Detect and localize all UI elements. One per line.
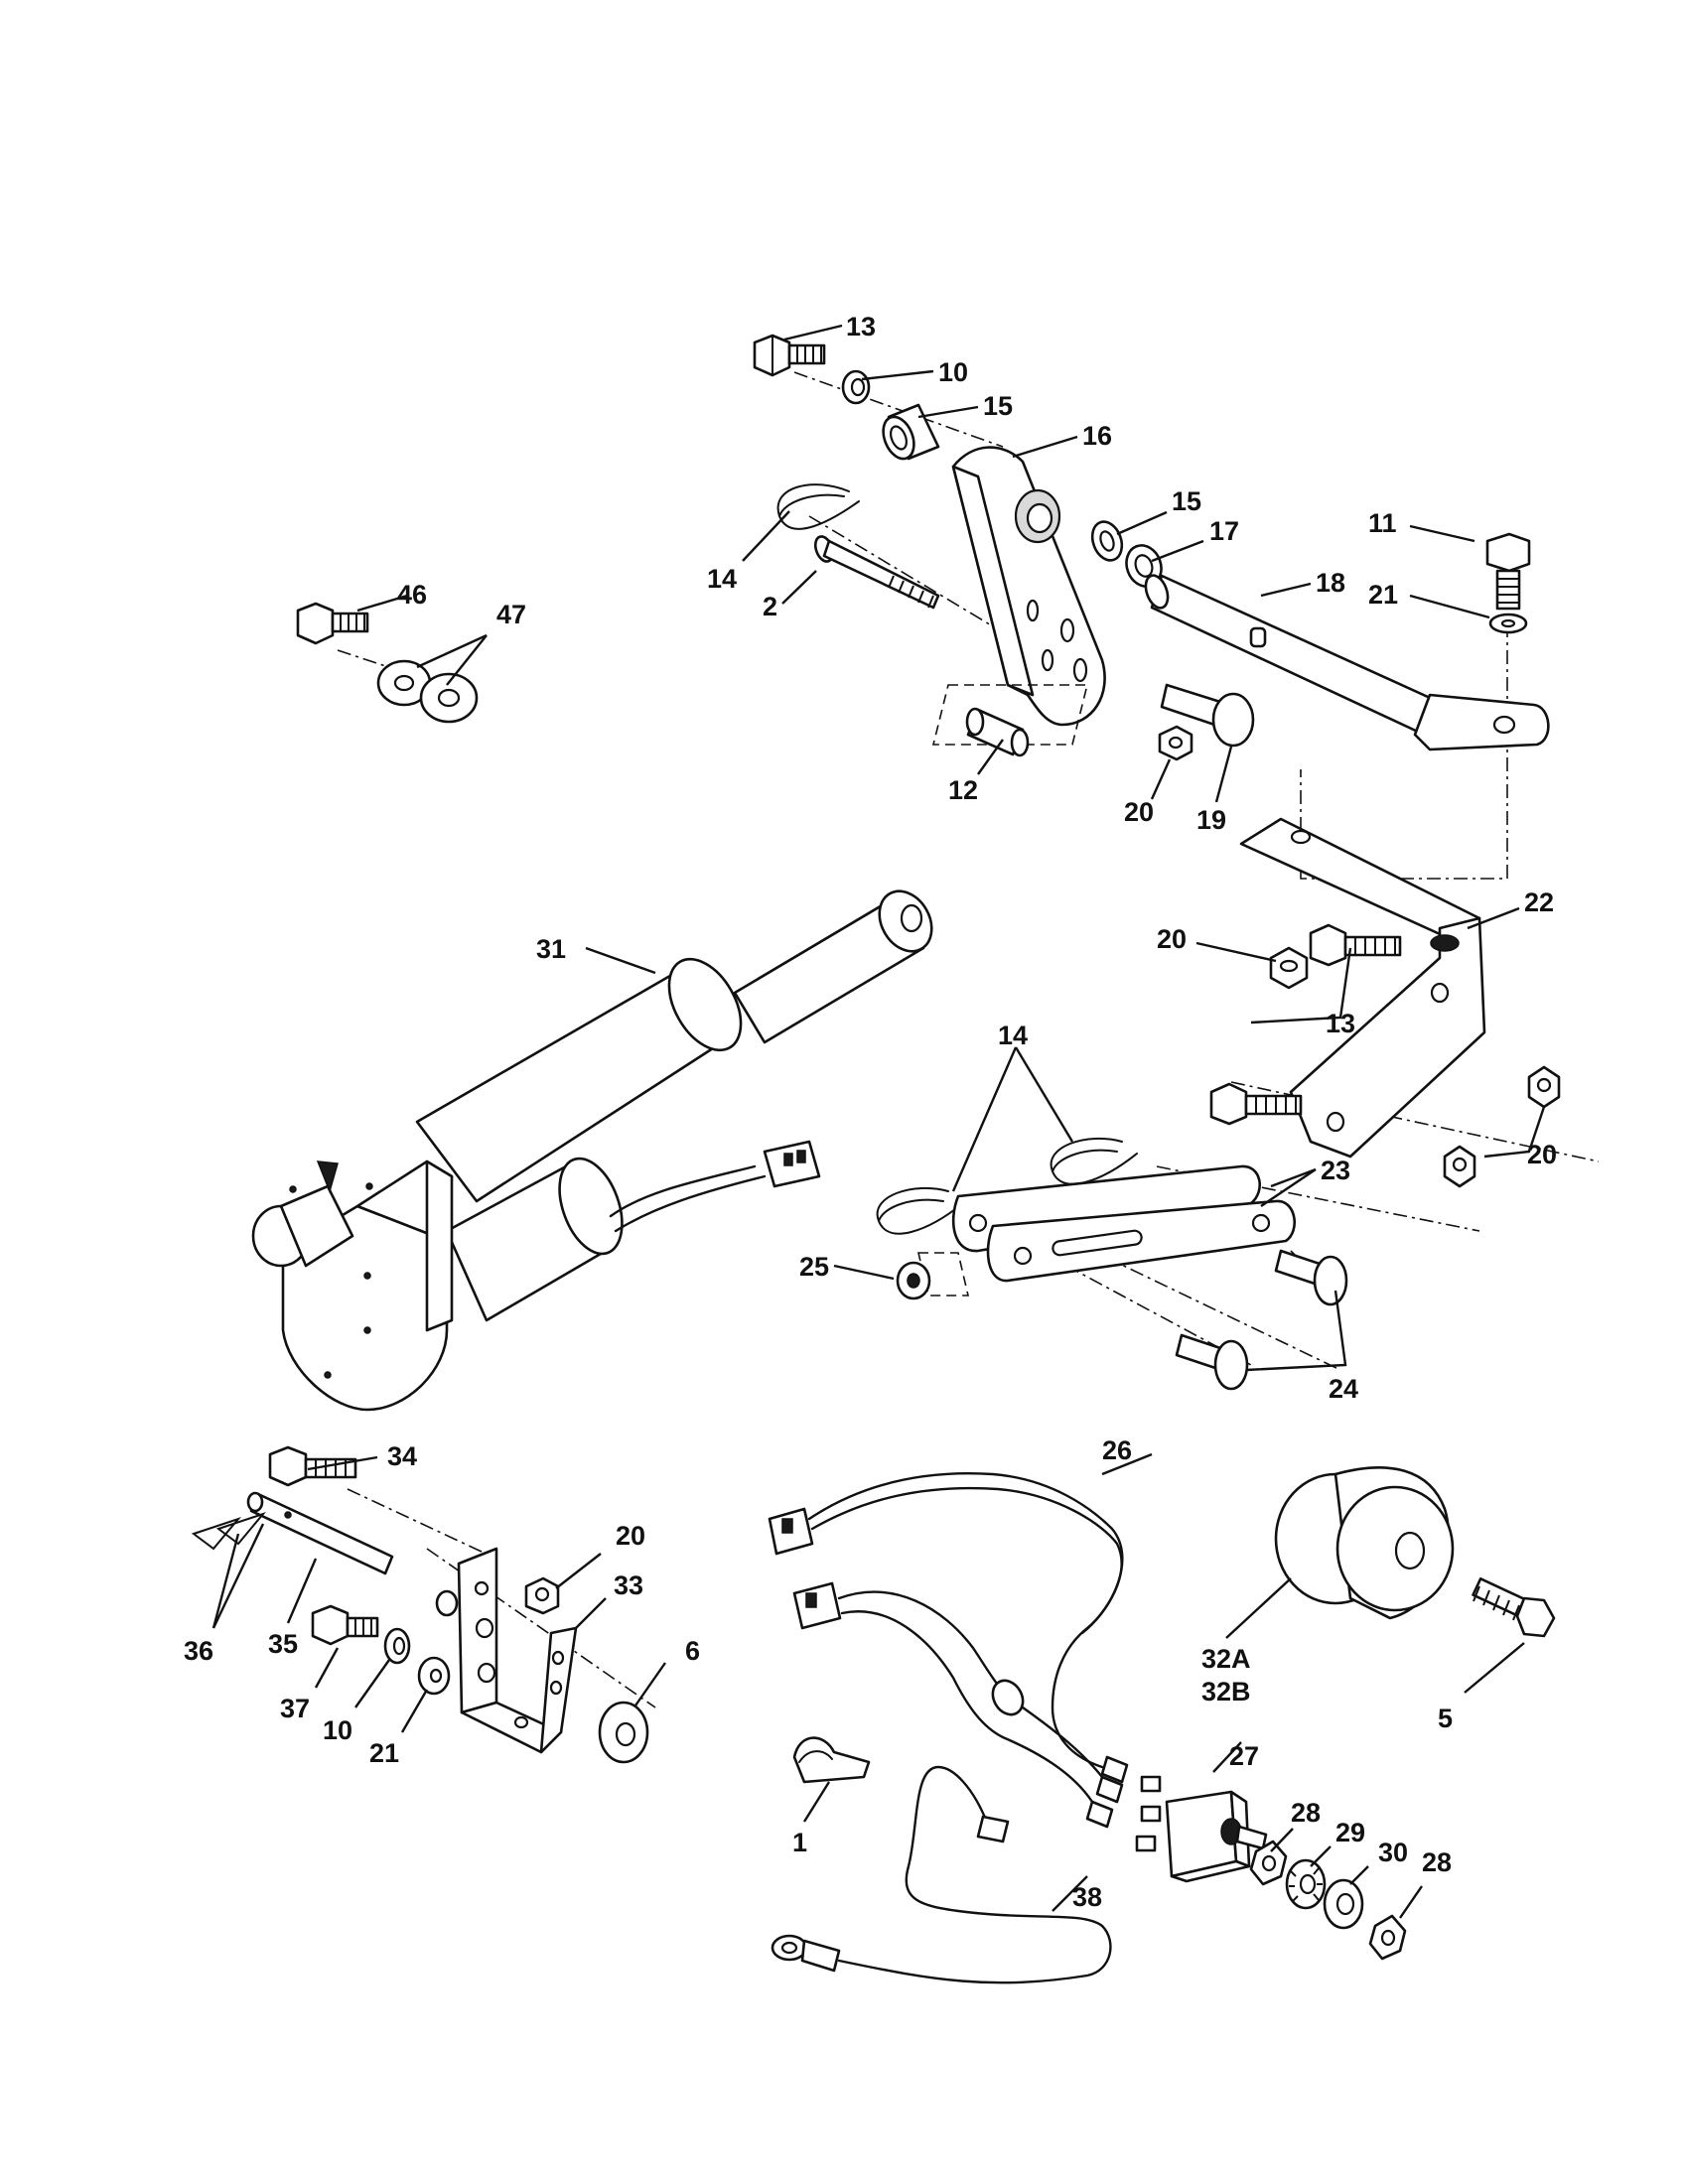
callout-20-right: 20 bbox=[1527, 1140, 1557, 1169]
callout-32a: 32A bbox=[1201, 1644, 1251, 1674]
callout-22: 22 bbox=[1524, 887, 1554, 917]
part-26-wire-harness bbox=[768, 1472, 1129, 1829]
callout-20-lower: 20 bbox=[616, 1521, 645, 1551]
callout-24: 24 bbox=[1329, 1374, 1358, 1404]
callout-6: 6 bbox=[685, 1636, 700, 1666]
callout-labels: 13 10 15 16 15 17 11 18 21 14 2 46 47 12… bbox=[184, 312, 1557, 1912]
part-23-links bbox=[951, 1164, 1296, 1283]
callout-26: 26 bbox=[1102, 1435, 1132, 1465]
part-34-bolt bbox=[268, 1445, 357, 1487]
leader-lines bbox=[211, 324, 1546, 1919]
callout-14-top: 14 bbox=[707, 564, 737, 594]
part-29-lock-washer bbox=[1285, 1858, 1327, 1910]
callout-16: 16 bbox=[1082, 421, 1112, 451]
callout-36: 36 bbox=[184, 1636, 213, 1666]
callout-47: 47 bbox=[496, 600, 526, 629]
callout-13-bracket: 13 bbox=[1326, 1009, 1355, 1038]
part-33-bracket bbox=[435, 1547, 578, 1754]
part-12-spacer bbox=[931, 684, 1089, 757]
part-21-washer-bottom bbox=[417, 1656, 451, 1696]
callout-17: 17 bbox=[1209, 516, 1239, 546]
part-15-bushing-a bbox=[882, 403, 940, 461]
part-1-clip bbox=[792, 1736, 871, 1784]
callout-12: 12 bbox=[948, 775, 978, 805]
callout-1: 1 bbox=[792, 1828, 807, 1857]
callout-25: 25 bbox=[799, 1252, 829, 1282]
part-13-bolt-top bbox=[753, 334, 826, 377]
callout-34: 34 bbox=[387, 1441, 417, 1471]
callout-19: 19 bbox=[1196, 805, 1226, 835]
part-11-bolt bbox=[1485, 532, 1531, 611]
part-46-bolt bbox=[296, 602, 369, 645]
part-16-link-arm bbox=[951, 446, 1106, 727]
part-28-nut-b bbox=[1368, 1914, 1407, 1961]
callout-28-a: 28 bbox=[1291, 1798, 1321, 1828]
part-24-clevis-pins bbox=[1175, 1249, 1348, 1391]
part-18-connecting-rod bbox=[1144, 574, 1550, 751]
part-21-washer-top bbox=[1488, 613, 1528, 634]
part-20-nuts-right bbox=[1443, 1065, 1561, 1188]
part-13-bolts-bracket bbox=[1209, 923, 1402, 1126]
callout-10-bottom: 10 bbox=[323, 1715, 352, 1745]
callout-23: 23 bbox=[1321, 1156, 1350, 1185]
part-22-bracket bbox=[1239, 817, 1486, 1159]
part-27-toggle-switch bbox=[1135, 1775, 1268, 1883]
part-36-clips bbox=[191, 1511, 267, 1551]
part-10-lock-washer-bottom bbox=[383, 1627, 411, 1665]
callout-33: 33 bbox=[614, 1570, 643, 1600]
part-28-nut-a bbox=[1249, 1840, 1288, 1886]
part-19-clevis-pin bbox=[1160, 683, 1255, 748]
callout-27: 27 bbox=[1229, 1741, 1259, 1771]
callout-35: 35 bbox=[268, 1629, 298, 1659]
callout-38: 38 bbox=[1072, 1882, 1102, 1912]
callout-5: 5 bbox=[1438, 1704, 1453, 1733]
callout-37: 37 bbox=[280, 1694, 310, 1723]
part-2-long-bolt bbox=[813, 535, 940, 610]
callout-2: 2 bbox=[763, 592, 777, 621]
part-47-washers bbox=[376, 659, 479, 724]
callout-20-top: 20 bbox=[1124, 797, 1154, 827]
part-6-washer bbox=[598, 1701, 649, 1764]
part-25-bushing bbox=[896, 1252, 970, 1300]
callout-13-top: 13 bbox=[846, 312, 876, 341]
part-14-hairpin-clip-top bbox=[776, 483, 860, 530]
part-35-pin bbox=[246, 1491, 394, 1575]
callout-11: 11 bbox=[1368, 508, 1397, 538]
part-38-ground-wire bbox=[771, 1765, 1112, 1984]
part-15-bushing-b bbox=[1090, 520, 1124, 562]
part-30-washer bbox=[1323, 1878, 1364, 1930]
callout-18: 18 bbox=[1316, 568, 1345, 598]
callout-31: 31 bbox=[536, 934, 566, 964]
callout-28-b: 28 bbox=[1422, 1847, 1452, 1877]
callout-14-mid: 14 bbox=[998, 1021, 1028, 1050]
callout-21-bottom: 21 bbox=[369, 1738, 399, 1768]
part-20-nut-lower bbox=[524, 1576, 560, 1615]
part-20-nut-bracket bbox=[1269, 946, 1309, 990]
part-20-nut-top bbox=[1158, 725, 1193, 761]
part-5-bolt bbox=[1472, 1576, 1556, 1638]
callout-21-top: 21 bbox=[1368, 580, 1398, 610]
part-31-linear-actuator bbox=[251, 889, 933, 1412]
part-37-bolt bbox=[311, 1604, 379, 1646]
callout-15-a: 15 bbox=[983, 391, 1013, 421]
callout-32b: 32B bbox=[1201, 1677, 1251, 1706]
callout-46: 46 bbox=[397, 580, 427, 610]
callout-10-top: 10 bbox=[938, 357, 968, 387]
callout-29: 29 bbox=[1335, 1818, 1365, 1847]
part-14-hairpin-clips-mid bbox=[876, 1137, 1138, 1235]
callout-20-bracket: 20 bbox=[1157, 924, 1187, 954]
part-10-lock-washer-top bbox=[841, 369, 871, 405]
callout-15-b: 15 bbox=[1172, 486, 1201, 516]
callout-30: 30 bbox=[1378, 1838, 1408, 1867]
part-32-rubber-mount bbox=[1274, 1466, 1455, 1620]
